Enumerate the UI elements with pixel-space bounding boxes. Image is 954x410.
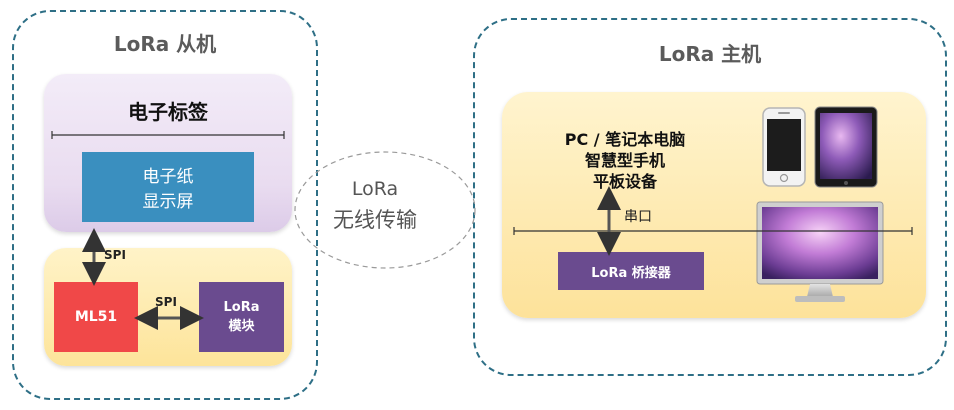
wireless-ellipse [294,151,476,269]
lora-bridge-block: LoRa 桥接器 [558,252,704,290]
ml51-block: ML51 [54,282,138,352]
wireless-line1: LoRa [351,178,399,200]
epaper-line1: 电子纸 [142,167,194,187]
lora-module-line1: LoRa [223,300,260,315]
ml51-label: ML51 [74,309,118,325]
devices-line2: 智慧型手机 [584,151,665,170]
lora-module-line2: 模块 [228,319,255,334]
wireless-line2: 无线传输 [333,208,417,232]
phone-icon [762,107,806,187]
epaper-display-block: 电子纸 显示屏 [82,152,254,222]
devices-line1: PC / 笔记本电脑 [564,130,686,149]
lora-module-block: LoRa 模块 [199,282,284,352]
serial-label: 串口 [624,209,652,225]
slave-group [12,10,318,400]
electronic-tag-title: 电子标签 [128,100,208,124]
monitor-icon [756,201,884,302]
spi-horizontal-label: SPI [155,295,177,309]
master-title: LoRa 主机 [658,42,762,66]
tablet-icon [814,106,878,188]
lora-bridge-label: LoRa 桥接器 [591,265,671,281]
epaper-line2: 显示屏 [142,192,194,212]
master-group [473,18,947,376]
spi-vertical-label: SPI [104,248,126,262]
slave-title: LoRa 从机 [113,32,217,56]
